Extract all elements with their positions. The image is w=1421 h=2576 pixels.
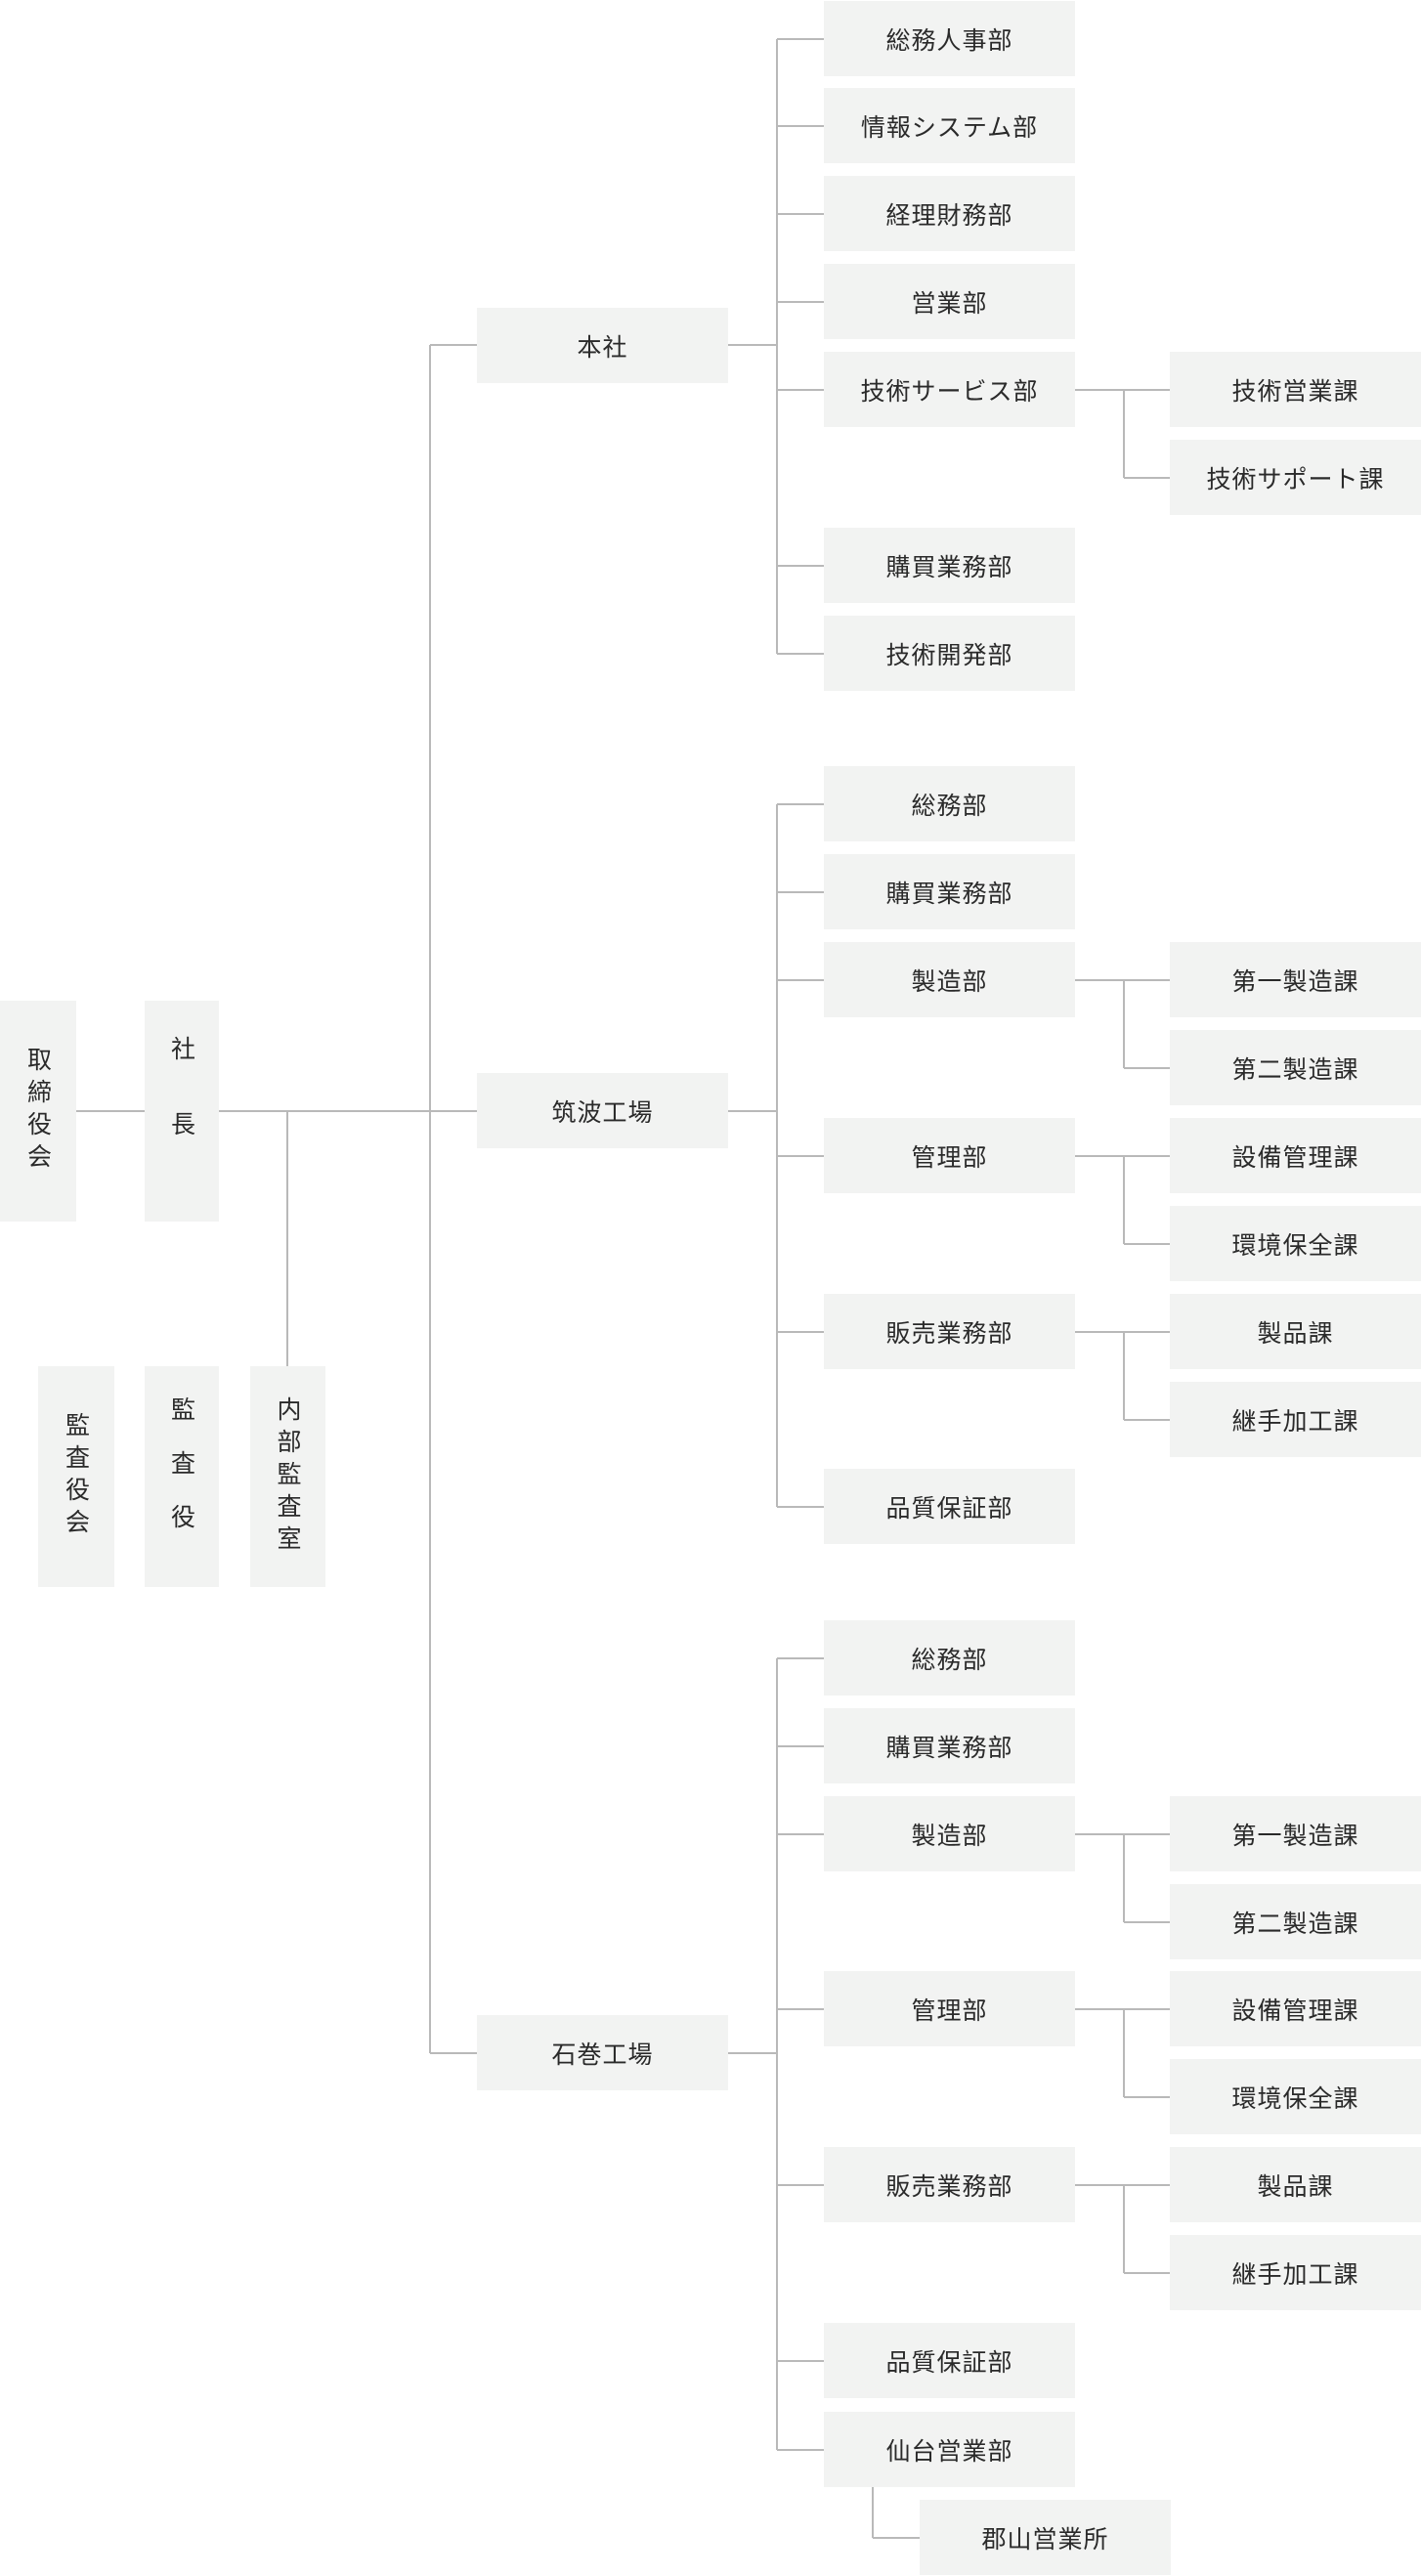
honsha-dept: 購買業務部: [824, 528, 1075, 603]
ishinomaki-section: 環境保全課: [1170, 2059, 1421, 2134]
ishinomaki-section: 第二製造課: [1170, 1884, 1421, 1959]
tsukuba-dept: 販売業務部: [824, 1294, 1075, 1369]
tsukuba-dept: 管理部: [824, 1118, 1075, 1193]
tsukuba-dept: 品質保証部: [824, 1469, 1075, 1544]
honsha-dept: 情報システム部: [824, 88, 1075, 163]
ishinomaki-dept: 仙台営業部: [824, 2412, 1075, 2487]
ishinomaki-section: 設備管理課: [1170, 1971, 1421, 2046]
honsha-dept: 技術開発部: [824, 616, 1075, 691]
ishinomaki-section: 製品課: [1170, 2147, 1421, 2222]
tsukuba-section: 第二製造課: [1170, 1030, 1421, 1105]
ishinomaki-dept: 製造部: [824, 1796, 1075, 1871]
internal-audit-box: 内部監査室: [250, 1366, 325, 1587]
branch-tsukuba: 筑波工場: [477, 1073, 728, 1148]
auditor-label: 監査役: [167, 1395, 196, 1558]
honsha-dept: 経理財務部: [824, 176, 1075, 251]
ishinomaki-sendai-office: 郡山営業所: [920, 2500, 1171, 2575]
ishinomaki-dept: 購買業務部: [824, 1708, 1075, 1783]
tsukuba-dept: 製造部: [824, 942, 1075, 1017]
ishinomaki-section: 継手加工課: [1170, 2235, 1421, 2310]
internal-audit-label: 内部監査室: [274, 1395, 302, 1558]
board-box: 取締役会: [0, 1001, 76, 1222]
audit-board-box: 監査役会: [38, 1366, 114, 1587]
ishinomaki-section: 第一製造課: [1170, 1796, 1421, 1871]
honsha-section: 技術営業課: [1170, 352, 1421, 427]
ishinomaki-dept: 総務部: [824, 1620, 1075, 1696]
ishinomaki-dept: 品質保証部: [824, 2323, 1075, 2398]
branch-ishinomaki: 石巻工場: [477, 2015, 728, 2090]
board-label: 取締役会: [23, 1047, 53, 1176]
tsukuba-section: 環境保全課: [1170, 1206, 1421, 1281]
tsukuba-dept: 購買業務部: [824, 854, 1075, 929]
tsukuba-dept: 総務部: [824, 766, 1075, 841]
ishinomaki-dept: 管理部: [824, 1971, 1075, 2046]
tsukuba-section: 継手加工課: [1170, 1382, 1421, 1457]
honsha-dept: 技術サービス部: [824, 352, 1075, 427]
honsha-dept: 営業部: [824, 264, 1075, 339]
audit-board-label: 監査役会: [62, 1412, 91, 1541]
tsukuba-section: 第一製造課: [1170, 942, 1421, 1017]
tsukuba-section: 製品課: [1170, 1294, 1421, 1369]
honsha-dept: 総務人事部: [824, 1, 1075, 76]
branch-honsha: 本社: [477, 308, 728, 383]
tsukuba-section: 設備管理課: [1170, 1118, 1421, 1193]
ishinomaki-dept: 販売業務部: [824, 2147, 1075, 2222]
president-box: 社長: [145, 1001, 219, 1222]
president-label: 社長: [167, 1036, 196, 1186]
honsha-section: 技術サポート課: [1170, 440, 1421, 515]
auditor-box: 監査役: [145, 1366, 219, 1587]
